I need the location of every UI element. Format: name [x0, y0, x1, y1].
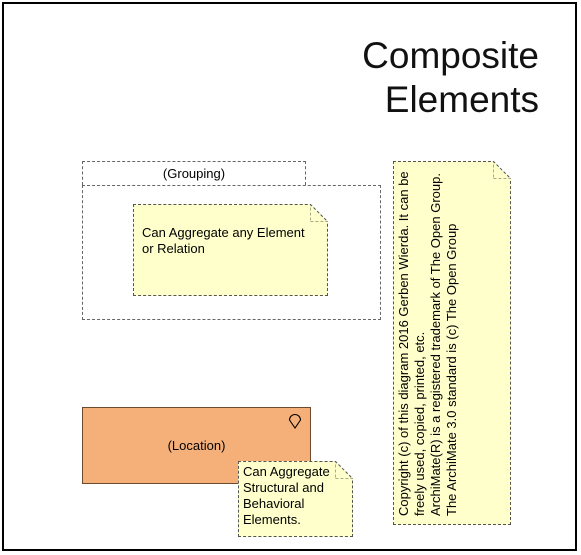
location-note-text: Can Aggregate Structural and Behavioral … [243, 464, 330, 527]
grouping-element[interactable] [82, 185, 381, 320]
diagram-title: Composite Elements [239, 34, 539, 122]
copyright-text: Copyright (c) of this diagram 2016 Gerbe… [396, 171, 459, 516]
location-pin-icon [288, 414, 302, 429]
location-label: (Location) [167, 438, 226, 453]
copyright-note[interactable]: Copyright (c) of this diagram 2016 Gerbe… [393, 161, 511, 525]
grouping-note-text: Can Aggregate any Element or Relation [142, 225, 305, 256]
title-line-1: Composite [362, 35, 539, 76]
location-note[interactable]: Can Aggregate Structural and Behavioral … [238, 461, 353, 537]
title-line-2: Elements [384, 79, 539, 120]
grouping-note[interactable]: Can Aggregate any Element or Relation [133, 204, 328, 296]
diagram-frame: Composite Elements (Grouping) Can Aggreg… [2, 2, 577, 551]
grouping-label[interactable]: (Grouping) [82, 161, 306, 185]
